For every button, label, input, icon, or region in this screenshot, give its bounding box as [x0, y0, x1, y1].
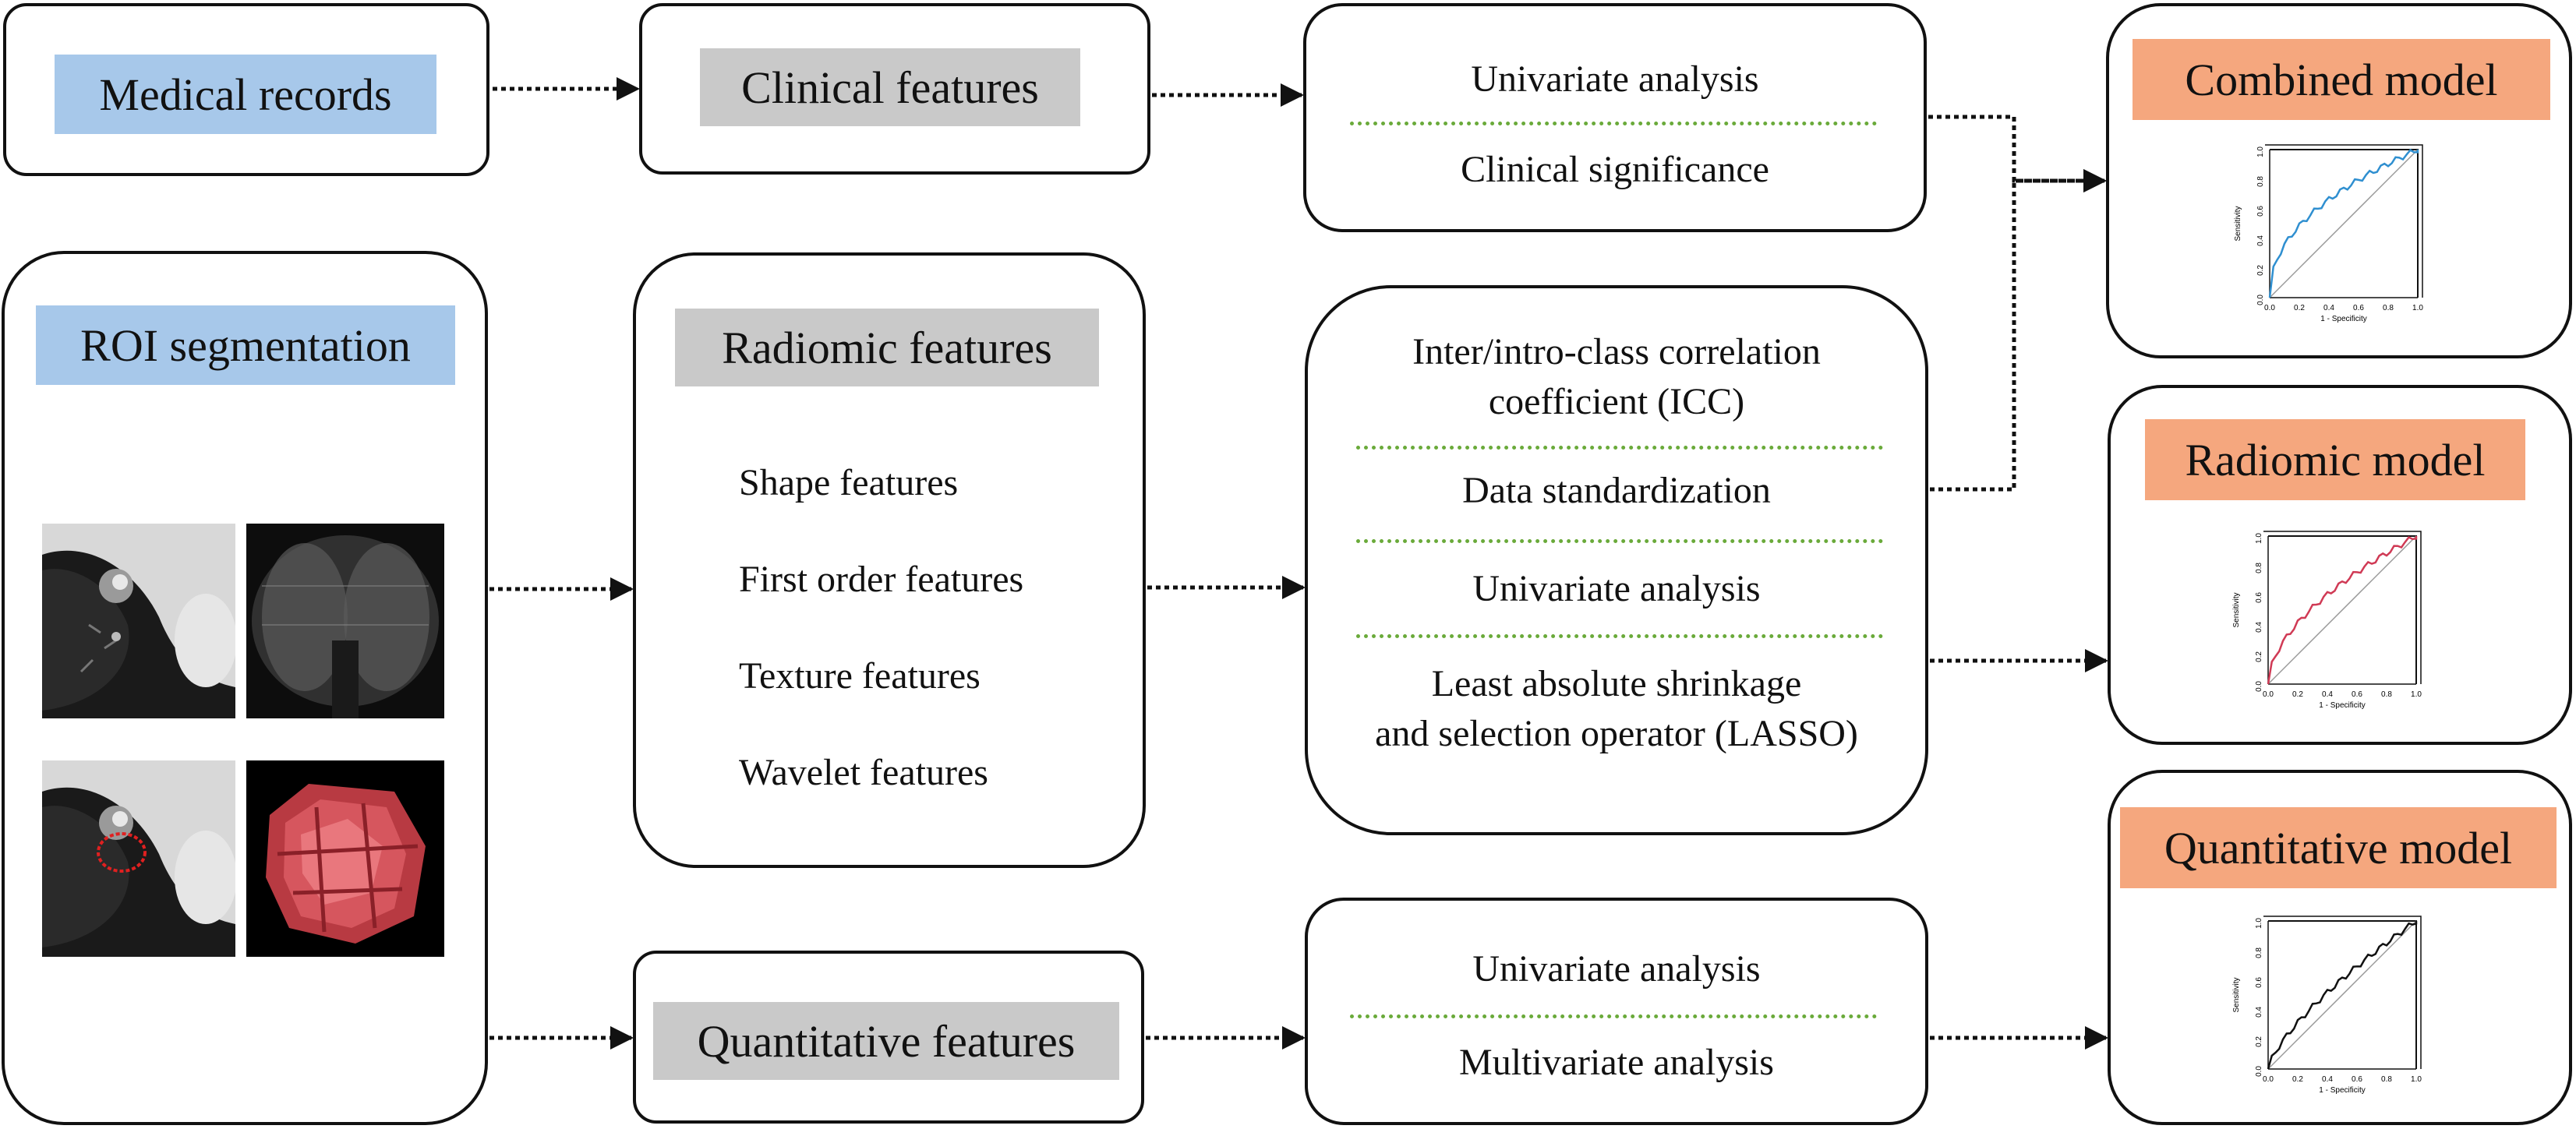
y-tick-label: 1.0 [2255, 918, 2263, 929]
radiomic-step-divider-1 [1356, 446, 1883, 450]
plot-frame-outer [2263, 531, 2422, 684]
roi-segmentation-label: ROI segmentation [36, 305, 455, 385]
arrow-radiomic-selection-to-combined [1930, 169, 2107, 492]
x-tick-label: 0.4 [2322, 1075, 2333, 1084]
medical-records-label: Medical records [55, 55, 436, 134]
quantitative-model-label: Quantitative model [2120, 807, 2557, 888]
y-tick-label: 0.4 [2256, 235, 2265, 246]
clinical-step-divider [1350, 122, 1877, 125]
combined-model-roc-plot: 0.00.0 0.2 0.2 0.4 0.4 0.6 0.6 0.8 0.8 1.0 1.0 1 - … [2234, 144, 2423, 323]
y-tick-label: 0.8 [2256, 176, 2265, 187]
clinical-selection-box [1303, 3, 1927, 232]
y-tick-label: 0.6 [2255, 592, 2263, 603]
y-tick-label: 0.2 [2256, 265, 2265, 276]
ct-axial-slice-image [42, 524, 235, 718]
reference-diagonal [2267, 535, 2417, 685]
radiomic-selection-box [1305, 285, 1928, 835]
roc-curve [2267, 921, 2418, 1070]
x-tick-label: 0.8 [2381, 1075, 2392, 1084]
y-tick-label: 0.4 [2255, 622, 2263, 633]
x-tick-label: 1.0 [2411, 1075, 2422, 1084]
radiomic-step-divider-2 [1356, 539, 1883, 543]
x-tick-label: 0.6 [2352, 690, 2362, 699]
radiomic-univariate-step: Univariate analysis [1472, 568, 1761, 609]
plot-frame-outer [2265, 144, 2423, 298]
y-tick-label: 0.0 [2255, 681, 2263, 692]
x-axis-label: 1 - Specificity [2320, 315, 2366, 323]
y-axis-label: Sensitivity [2232, 977, 2241, 1012]
quantitative-selection-box [1305, 898, 1928, 1125]
roc-curve [2268, 148, 2419, 298]
texture-features-item: Texture features [739, 655, 981, 697]
y-tick-label: 0.8 [2255, 563, 2263, 573]
x-tick-label: 0.4 [2323, 304, 2334, 312]
y-tick-label: 0.0 [2256, 295, 2265, 305]
x-axis-label: 1 - Specificity [2319, 1086, 2365, 1095]
x-tick-label: 0.2 [2292, 1075, 2303, 1084]
x-tick-label: 0.6 [2353, 304, 2364, 312]
x-tick-label: 0.0 [2263, 690, 2274, 699]
y-tick-label: 0.2 [2255, 651, 2263, 662]
x-axis-label: 1 - Specificity [2319, 701, 2365, 710]
y-tick-label: 0.8 [2255, 947, 2263, 958]
clinical-features-label: Clinical features [700, 48, 1080, 126]
ct-roi-outline-image [42, 760, 235, 957]
x-tick-label: 0.2 [2294, 304, 2305, 312]
y-tick-label: 0.2 [2255, 1036, 2263, 1047]
wavelet-features-item: Wavelet features [739, 752, 988, 793]
x-tick-label: 1.0 [2411, 690, 2422, 699]
reference-diagonal [2267, 920, 2417, 1070]
x-tick-label: 0.8 [2381, 690, 2392, 699]
tumor-3d-rendering-image [246, 760, 444, 957]
y-tick-label: 1.0 [2255, 533, 2263, 544]
reference-diagonal [2269, 149, 2419, 298]
lasso-step-line1: Least absolute shrinkage [1431, 663, 1802, 704]
radiomic-model-roc-plot: 0.00.0 0.2 0.2 0.4 0.4 0.6 0.6 0.8 0.8 1.0 1.0 1 - … [2232, 531, 2422, 710]
lasso-step-line2: and selection operator (LASSO) [1375, 713, 1858, 754]
roc-curve [2267, 535, 2418, 685]
x-tick-label: 0.4 [2322, 690, 2333, 699]
ct-coronal-reconstruction-image [246, 524, 444, 718]
icc-step-line1: Inter/intro-class correlation [1412, 331, 1821, 372]
plot-frame-outer [2263, 916, 2422, 1069]
radiomic-features-label: Radiomic features [675, 309, 1099, 386]
quantitative-model-roc-plot: 0.00.0 0.2 0.2 0.4 0.4 0.6 0.6 0.8 0.8 1.0 1.0 1 - … [2232, 916, 2422, 1095]
clinical-univariate-step: Univariate analysis [1471, 58, 1759, 100]
x-tick-label: 0.6 [2352, 1075, 2362, 1084]
first-order-features-item: First order features [739, 559, 1024, 600]
clinical-significance-step: Clinical significance [1461, 149, 1769, 190]
icc-step-line2: coefficient (ICC) [1488, 381, 1745, 422]
x-tick-label: 0.0 [2264, 304, 2275, 312]
y-tick-label: 0.6 [2255, 977, 2263, 988]
y-tick-label: 0.0 [2255, 1066, 2263, 1077]
quantitative-features-label: Quantitative features [653, 1002, 1119, 1080]
multivariate-analysis-step: Multivariate analysis [1459, 1042, 1774, 1083]
data-standardization-step: Data standardization [1462, 470, 1771, 511]
y-tick-label: 0.4 [2255, 1007, 2263, 1018]
x-tick-label: 0.2 [2292, 690, 2303, 699]
arrow-clinical-selection-to-combined [1928, 115, 2107, 192]
x-tick-label: 1.0 [2412, 304, 2423, 312]
y-axis-label: Sensitivity [2234, 206, 2242, 241]
radiomic-model-label: Radiomic model [2145, 419, 2525, 500]
x-tick-label: 0.8 [2383, 304, 2394, 312]
shape-features-item: Shape features [739, 462, 959, 503]
quantitative-univariate-step: Univariate analysis [1472, 948, 1761, 990]
quantitative-step-divider [1350, 1014, 1877, 1018]
y-tick-label: 0.6 [2256, 206, 2265, 217]
y-tick-label: 1.0 [2256, 146, 2265, 157]
y-axis-label: Sensitivity [2232, 592, 2241, 627]
radiomic-step-divider-3 [1356, 634, 1883, 638]
x-tick-label: 0.0 [2263, 1075, 2274, 1084]
combined-model-label: Combined model [2133, 39, 2550, 120]
